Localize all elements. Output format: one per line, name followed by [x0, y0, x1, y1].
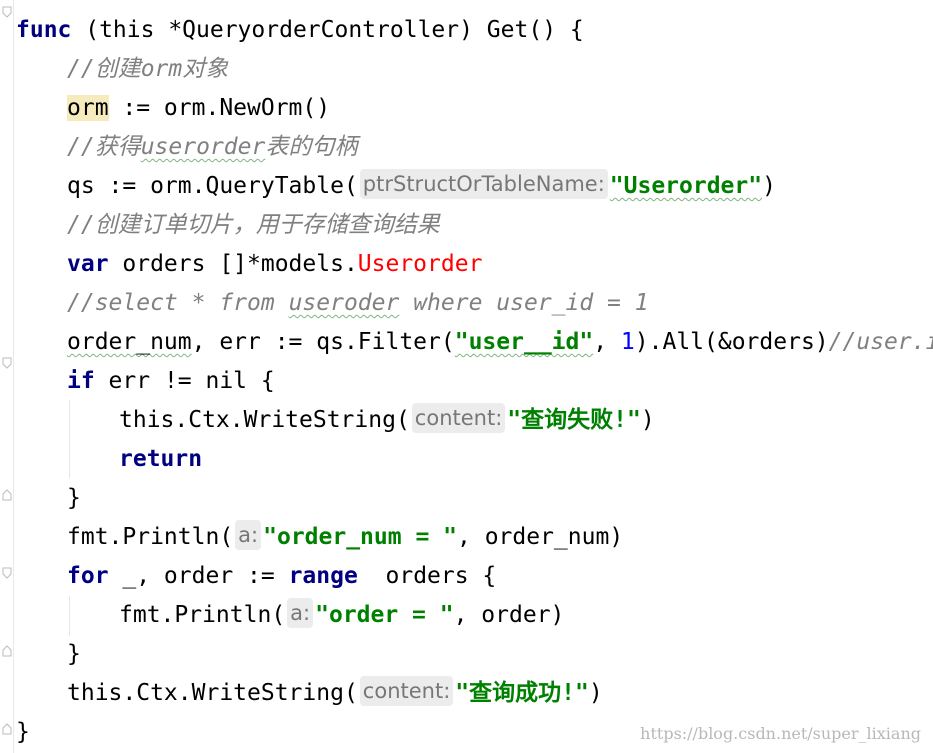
code-text: _, order := [108, 563, 289, 589]
fold-marker-icon[interactable] [2, 645, 12, 657]
code-text: ) [588, 680, 603, 706]
code-line-9[interactable]: order_num, err := qs.Filter("user__id", … [67, 323, 933, 362]
closing-brace: } [67, 641, 81, 667]
code-text: ) [762, 173, 776, 199]
string-literal: "查询成功!" [455, 680, 589, 706]
code-line-11[interactable]: this.Ctx.WriteString(content:"查询失败!") [119, 401, 655, 440]
code-text: fmt.Println( [67, 524, 234, 550]
code-line-13[interactable]: } [67, 479, 81, 518]
keyword: if [67, 368, 95, 394]
code-text: , [593, 329, 621, 355]
fold-marker-icon[interactable] [2, 489, 12, 501]
code-text: this.Ctx.WriteString( [67, 680, 358, 706]
keyword: return [119, 446, 203, 472]
string-literal: "order_num = " [263, 524, 457, 550]
code-line-10[interactable]: if err != nil { [67, 362, 275, 401]
code-text: qs := orm.QueryTable( [67, 173, 358, 199]
code-line-14[interactable]: fmt.Println(a:"order_num = ", order_num) [67, 518, 623, 557]
code-line-18[interactable]: this.Ctx.WriteString(content:"查询成功!") [67, 674, 603, 713]
watermark: https://blog.csdn.net/super_lixiang [640, 724, 921, 743]
code-text: orders []*models. [108, 251, 358, 277]
parameter-hint: a: [287, 598, 314, 628]
code-line-8[interactable]: //select * from useroder where user_id =… [67, 284, 649, 323]
code-text: := orm.NewOrm() [108, 95, 331, 121]
comment: where user_id = 1 [399, 290, 649, 316]
keyword: for [67, 563, 109, 589]
code-text: ).All(&orders) [634, 329, 829, 355]
code-line-5[interactable]: qs := orm.QueryTable(ptrStructOrTableNam… [67, 167, 776, 206]
keyword: func [16, 17, 72, 43]
parameter-hint: a: [235, 520, 262, 550]
code-text: , err := qs.Filter( [191, 329, 455, 355]
string-literal: "order = " [315, 602, 454, 628]
code-text: fmt.Println( [119, 602, 286, 628]
fold-marker-icon[interactable] [2, 567, 12, 579]
code-text: order_num [67, 329, 192, 355]
code-line-2[interactable]: //创建orm对象 [67, 50, 228, 89]
comment: //获得 [67, 134, 141, 160]
fold-marker-icon[interactable] [2, 6, 12, 18]
closing-brace: } [67, 485, 81, 511]
code-line-3[interactable]: orm := orm.NewOrm() [67, 89, 330, 128]
parameter-hint: content: [411, 403, 506, 433]
comment: //创建orm对象 [67, 56, 229, 82]
fold-marker-icon[interactable] [2, 357, 12, 369]
comment-spellcheck: useroder [288, 290, 400, 316]
comment: 表的句柄 [265, 134, 358, 160]
code-line-12[interactable]: return [119, 440, 202, 479]
code-line-6[interactable]: //创建订单切片，用于存储查询结果 [67, 206, 440, 245]
keyword: var [67, 251, 109, 277]
indent-guide [69, 596, 70, 636]
editor-gutter[interactable] [0, 0, 14, 753]
number-literal: 1 [620, 329, 635, 355]
code-line-17[interactable]: } [67, 635, 81, 674]
code-text: , order) [453, 602, 565, 628]
string-literal: "user__id" [454, 329, 594, 355]
unresolved-type: Userorder [357, 251, 483, 277]
code-line-7[interactable]: var orders []*models.Userorder [67, 245, 482, 284]
indent-guide [69, 400, 70, 478]
code-text: ) [640, 407, 655, 433]
highlighted-identifier: orm [67, 95, 109, 121]
code-text: (this *QueryorderController) Get() { [71, 17, 584, 43]
comment: //select * from [67, 290, 289, 316]
fold-marker-icon[interactable] [2, 723, 12, 735]
parameter-hint: content: [359, 676, 454, 706]
code-text: err != nil { [94, 368, 275, 394]
code-line-1[interactable]: func (this *QueryorderController) Get() … [16, 11, 584, 50]
code-line-16[interactable]: fmt.Println(a:"order = ", order) [119, 596, 564, 635]
code-line-19[interactable]: } [16, 713, 30, 752]
string-literal: "查询失败!" [507, 407, 641, 433]
comment-spellcheck: userorder [140, 134, 266, 160]
gutter-divider [13, 0, 14, 753]
code-line-15[interactable]: for _, order := range orders { [67, 557, 496, 596]
closing-brace: } [16, 719, 30, 745]
comment: //创建订单切片，用于存储查询结果 [67, 212, 440, 238]
code-line-4[interactable]: //获得userorder表的句柄 [67, 128, 357, 167]
code-text: this.Ctx.WriteString( [119, 407, 410, 433]
parameter-hint: ptrStructOrTableName: [359, 169, 608, 199]
string-literal: "Userorder" [609, 173, 763, 199]
code-text: , order_num) [457, 524, 624, 550]
comment: //user.id [828, 329, 933, 355]
code-text: orders { [357, 563, 497, 589]
keyword: range [288, 563, 358, 589]
